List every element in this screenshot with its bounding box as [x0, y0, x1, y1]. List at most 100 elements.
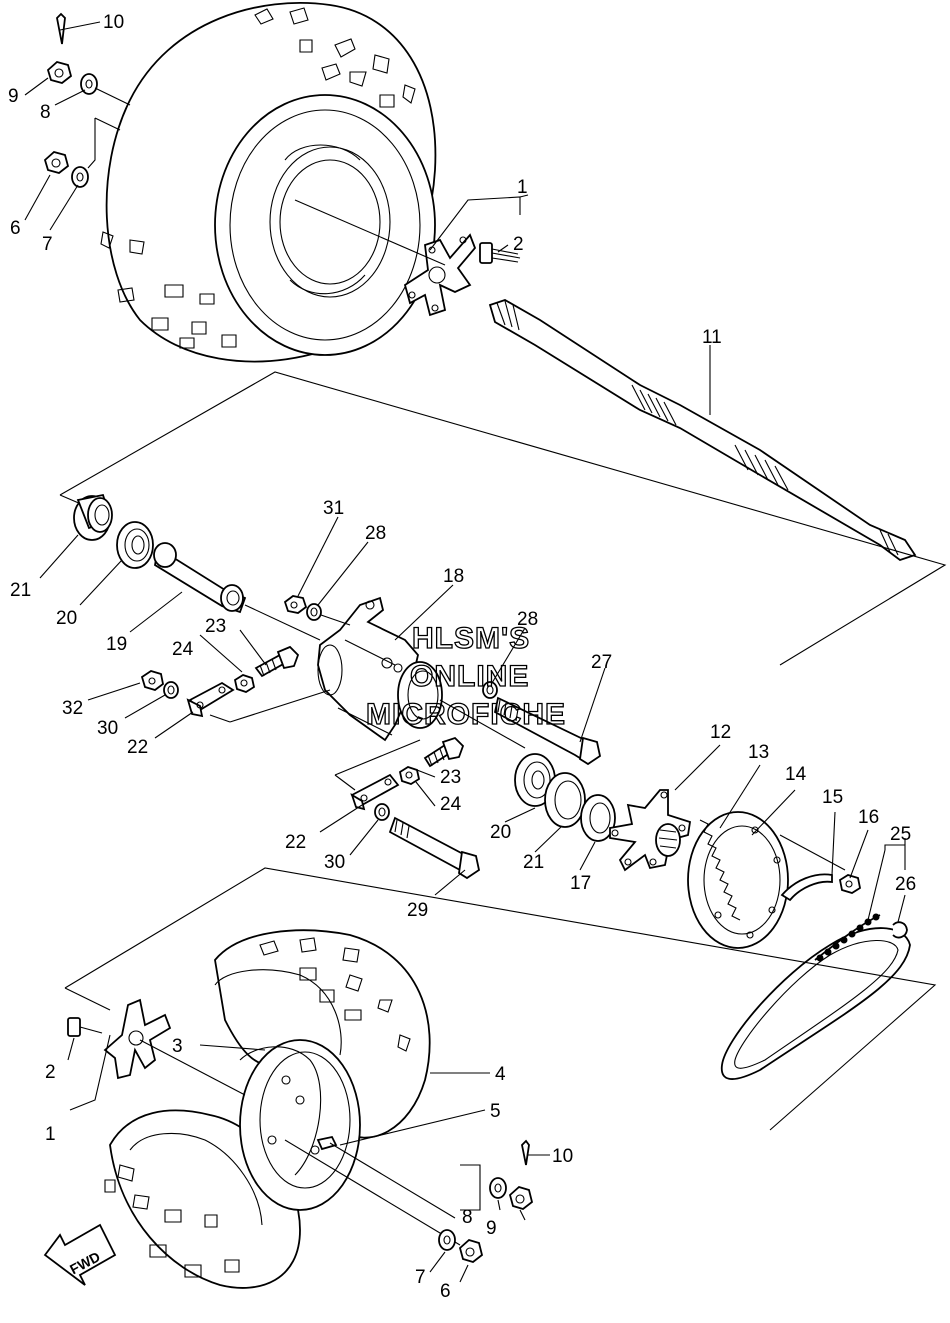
lower-assembly-frame [64, 867, 937, 1131]
bearing-21-mid [544, 772, 586, 828]
fwd-arrow: FWD [43, 1223, 117, 1286]
stud-5 [284, 1135, 461, 1246]
label-5: 5 [490, 1101, 501, 1122]
label-16: 16 [858, 807, 879, 828]
bolt-29 [388, 816, 481, 880]
watermark-line-2: ONLINE [410, 660, 529, 693]
label-21-left: 21 [10, 580, 31, 601]
washer-30-mid [374, 803, 390, 821]
cotter-pin-10-top [56, 12, 66, 45]
label-19: 19 [106, 634, 127, 655]
label-10-top: 10 [103, 12, 124, 33]
label-6-top: 6 [10, 218, 21, 239]
label-9-top: 9 [8, 86, 19, 107]
label-2-top: 2 [513, 234, 524, 255]
label-20-mid: 20 [490, 822, 511, 843]
washer-8-top [80, 73, 98, 95]
washer-28-mid [482, 681, 498, 699]
seal-17 [580, 794, 616, 842]
label-25: 25 [890, 824, 911, 845]
nut-9-bottom [508, 1185, 534, 1210]
upper-assembly-frame [59, 371, 947, 666]
watermark-line-1: HLSM'S [412, 622, 530, 655]
label-28-mid: 28 [517, 609, 538, 630]
axle-carrier [317, 596, 443, 742]
nut-24-left [233, 674, 256, 693]
label-26: 26 [895, 874, 916, 895]
bottom-wheel [104, 929, 431, 1289]
bolt-27 [493, 696, 602, 766]
label-7-bottom: 7 [415, 1267, 426, 1288]
adjuster-plate-22-left [186, 681, 235, 718]
label-1-top: 1 [517, 177, 528, 198]
top-tire [100, 2, 437, 363]
label-20-left: 20 [56, 608, 77, 629]
label-22-left: 22 [127, 737, 148, 758]
washer-30-left [163, 681, 179, 699]
nut-6-bottom [458, 1238, 484, 1263]
nut-31 [283, 595, 308, 614]
nut-24-mid [398, 766, 421, 785]
label-17: 17 [570, 873, 591, 894]
label-24-left: 24 [172, 639, 194, 660]
sprocket-hub [609, 789, 692, 872]
label-21-mid: 21 [523, 852, 544, 873]
axle [488, 299, 917, 562]
chain-clip-26 [892, 921, 908, 939]
label-22-mid: 22 [285, 832, 306, 853]
bolt-23-mid [423, 736, 465, 768]
label-8-bottom: 8 [462, 1207, 473, 1228]
cotter-pin-10-bottom [521, 1139, 530, 1166]
bottom-hub [103, 998, 246, 1096]
leader-lines [24, 21, 906, 1283]
spacer-19 [153, 542, 247, 614]
watermark-line-3: MICROFICHE [366, 698, 566, 731]
label-23-left: 23 [205, 616, 226, 637]
washer-7-top [71, 166, 89, 188]
label-18: 18 [443, 566, 464, 587]
washer-8-bottom [489, 1177, 507, 1199]
label-13: 13 [748, 742, 769, 763]
watermark: HLSM'S ONLINE MICROFICHE [365, 621, 566, 731]
label-8-top: 8 [40, 102, 51, 123]
top-hub-bolt [479, 242, 521, 264]
label-30-left: 30 [97, 718, 118, 739]
label-28-top: 28 [365, 523, 386, 544]
label-6-bottom: 6 [440, 1281, 451, 1302]
label-4: 4 [495, 1064, 506, 1085]
label-15: 15 [822, 787, 843, 808]
label-2-bottom: 2 [45, 1062, 56, 1083]
bottom-hub-bolt [67, 1017, 103, 1037]
label-14: 14 [785, 764, 807, 785]
label-32: 32 [62, 698, 83, 719]
label-12: 12 [710, 722, 731, 743]
label-29: 29 [407, 900, 428, 921]
washer-28-top [306, 603, 322, 621]
label-7-top: 7 [42, 234, 53, 255]
bolt-23-left [254, 645, 300, 678]
label-30-mid: 30 [324, 852, 345, 873]
left-bearing-20 [116, 521, 154, 569]
nut-16 [838, 874, 862, 894]
label-24-mid: 24 [440, 794, 462, 815]
left-bearing-21 [73, 493, 113, 541]
label-27: 27 [591, 652, 612, 673]
label-1-bottom: 1 [45, 1124, 56, 1145]
lock-plate-15 [780, 873, 833, 902]
label-3: 3 [172, 1036, 183, 1057]
top-hub [294, 199, 477, 317]
washer-7-bottom [438, 1229, 456, 1251]
nut-32 [140, 670, 164, 691]
label-31: 31 [323, 498, 344, 519]
label-9-bottom: 9 [486, 1218, 497, 1239]
nut-6-top [43, 151, 70, 174]
part-labels: 10 9 8 6 7 1 2 11 21 20 19 23 24 32 30 2… [8, 12, 916, 1302]
label-11: 11 [702, 327, 722, 348]
nut-9-top [46, 61, 73, 84]
adjuster-plate-22-mid [350, 773, 400, 811]
label-10-bottom: 10 [552, 1146, 573, 1167]
sprocket-14 [687, 811, 789, 949]
label-23-mid: 23 [440, 767, 461, 788]
